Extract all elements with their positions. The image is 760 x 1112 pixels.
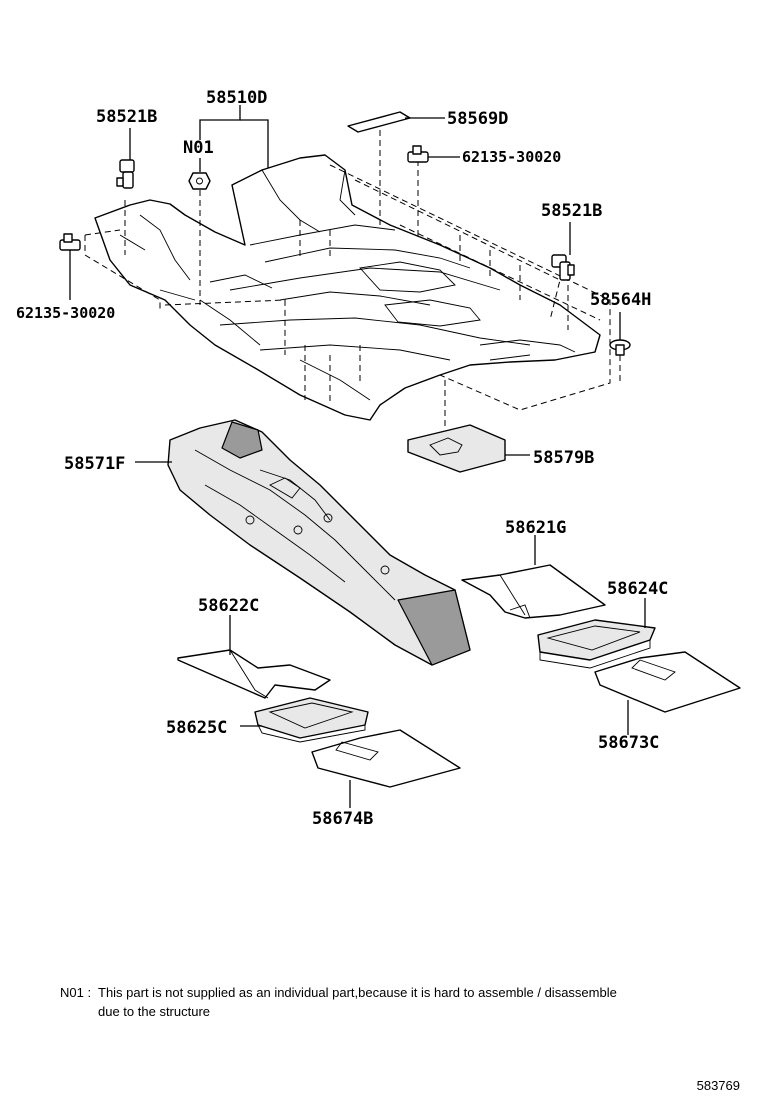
label-58621G: 58621G [505,518,566,538]
silencer-58571F [167,419,471,666]
dashed-guide-lines [84,130,621,430]
label-58579B: 58579B [533,448,594,468]
label-62135-30020-left: 62135-30020 [16,304,115,322]
nut-N01 [188,172,211,190]
label-58625C: 58625C [166,718,227,738]
clip-62135-30020-left [59,233,81,251]
pin-58564H [609,339,631,356]
label-58569D: 58569D [447,109,508,129]
label-N01: N01 [183,138,214,158]
pad-58579B [407,424,506,473]
label-62135-30020-right: 62135-30020 [462,148,561,166]
leader-lines [69,105,646,808]
footnote-tag: N01 : [60,985,92,1000]
label-58564H: 58564H [590,290,651,310]
floor-carpet-58510D [94,154,601,421]
pad-58569D [347,111,411,133]
clip-62135-30020-right [407,145,429,163]
label-58674B: 58674B [312,809,373,829]
footnote-line-2: due to the structure [98,1004,211,1019]
tray-58625C [254,697,369,743]
label-58624C: 58624C [607,579,668,599]
label-58510D: 58510D [206,88,267,108]
mat-58622C [177,649,331,699]
label-58521B-right: 58521B [541,201,602,221]
footnote-line-1: This part is not supplied as an individu… [98,985,617,1000]
diagram-reference-number: 583769 [696,1078,740,1093]
footnote: N01 : This part is not supplied as an ind… [60,983,740,1021]
mat-58621G [461,564,606,619]
mat-58674B [311,729,461,788]
clip-58521B-left [116,159,135,189]
tray-58624C [537,619,656,669]
label-58673C: 58673C [598,733,659,753]
label-58571F: 58571F [64,454,125,474]
part-labels: 58510D 58521B N01 58569D 62135-30020 585… [16,88,668,829]
label-58622C: 58622C [198,596,259,616]
label-58521B-left: 58521B [96,107,157,127]
clip-58521B-right [551,254,575,281]
mat-58673C [594,651,741,713]
